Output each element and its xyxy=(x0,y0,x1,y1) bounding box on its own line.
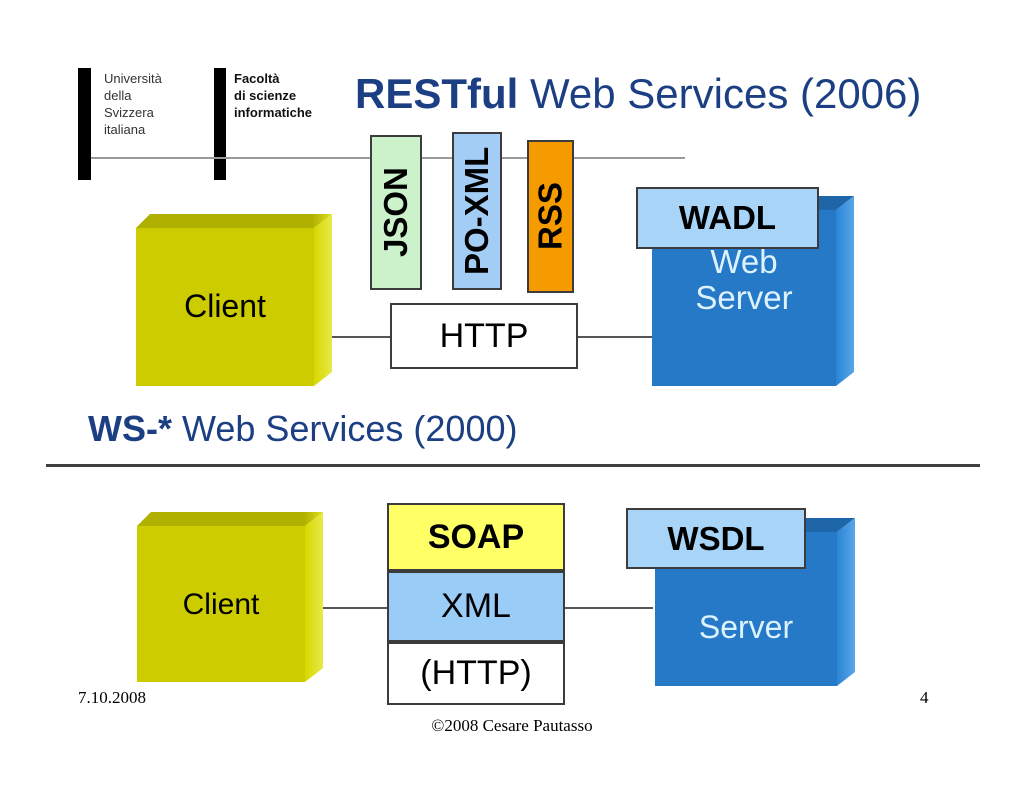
ws-client-cube-top xyxy=(137,512,323,526)
stack-box-soap[interactable]: SOAP xyxy=(387,503,565,571)
ws-client-cube: Client xyxy=(137,512,323,682)
description-box-wadl[interactable]: WADL xyxy=(636,187,819,249)
web-server-cube-side xyxy=(836,196,854,386)
stack-box-http[interactable]: (HTTP) xyxy=(387,642,565,705)
footer-copyright: ©2008 Cesare Pautasso xyxy=(431,716,593,735)
ws-client-label: Client xyxy=(137,526,305,682)
web-server-label-line1: Web xyxy=(710,243,778,280)
web-server-label-line2: Server xyxy=(695,279,793,317)
logo-university-text: Università della Svizzera italiana xyxy=(104,71,162,137)
protocol-box-rss[interactable]: RSS xyxy=(527,140,574,293)
rest-client-label: Client xyxy=(136,228,314,386)
stack-box-xml[interactable]: XML xyxy=(387,571,565,642)
logo-bar-left xyxy=(78,68,91,180)
page-title-restful: RESTful Web Services (2006) xyxy=(355,70,921,118)
page-title-restful-rest: Web Services (2006) xyxy=(518,70,922,117)
page-title-restful-strong: RESTful xyxy=(355,70,519,117)
protocol-box-po-xml[interactable]: PO-XML xyxy=(452,132,502,290)
connector-client-http xyxy=(328,336,390,338)
page-title-ws-star-rest: Web Services (2000) xyxy=(172,408,518,449)
page-title-ws-star-strong: WS-* xyxy=(88,408,172,449)
section-divider xyxy=(46,464,980,467)
footer-page-number: 4 xyxy=(920,688,929,707)
ws-server-cube-side xyxy=(837,518,855,686)
connector-http-webserver xyxy=(578,336,656,338)
logo-bar-right xyxy=(214,68,226,180)
protocol-box-json[interactable]: JSON xyxy=(370,135,422,290)
description-box-wsdl[interactable]: WSDL xyxy=(626,508,806,569)
rest-client-cube-top xyxy=(136,214,332,228)
logo-faculty-text: Facoltà di scienze informatiche xyxy=(234,71,313,120)
transport-box-http[interactable]: HTTP xyxy=(390,303,578,369)
rest-client-cube-side xyxy=(314,214,332,386)
connector-xml-server xyxy=(563,607,653,609)
connector-client-xml xyxy=(318,607,388,609)
footer-date: 7.10.2008 xyxy=(78,688,146,707)
rest-client-cube: Client xyxy=(136,214,332,386)
page-title-ws-star: WS-* Web Services (2000) xyxy=(88,408,517,450)
ws-client-cube-side xyxy=(305,512,323,682)
